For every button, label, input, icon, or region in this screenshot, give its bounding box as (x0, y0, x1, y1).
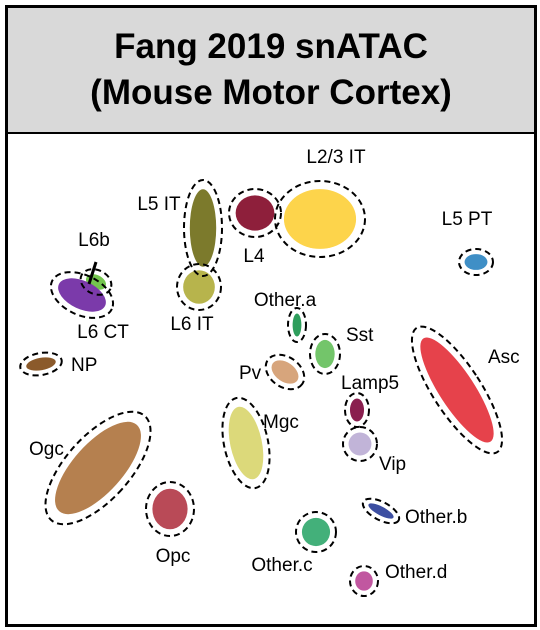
outline-other-d (349, 565, 379, 597)
label-l4: L4 (243, 246, 265, 267)
outline-np (19, 351, 63, 377)
outline-mgc (221, 396, 271, 490)
cluster-outlines (19, 179, 504, 597)
cluster-other-a (292, 313, 302, 337)
figure-frame: Fang 2019 snATAC (Mouse Motor Cortex) (5, 5, 537, 627)
outline-lamp5 (344, 392, 370, 428)
cluster-ogc (55, 421, 141, 515)
label-vip: Vip (379, 454, 406, 475)
cluster-l6-ct (58, 278, 106, 312)
label-l5-it: L5 IT (137, 194, 181, 215)
outline-vip (342, 426, 378, 462)
outline-l4 (228, 188, 282, 238)
cluster-other-d (355, 571, 373, 591)
outline-ogc (44, 410, 152, 526)
label-sst: Sst (346, 325, 374, 346)
outline-l6b (79, 268, 113, 296)
outline-l5-pt (458, 248, 494, 276)
label-other-b: Other.b (405, 507, 467, 528)
outline-pv (264, 353, 306, 391)
cluster-opc (152, 488, 188, 530)
label-l6-ct: L6 CT (77, 322, 129, 343)
title-line-2: (Mouse Motor Cortex) (90, 73, 452, 112)
outline-other-a (287, 307, 307, 343)
cluster-asc (420, 337, 494, 443)
cluster-pv (271, 360, 299, 384)
outline-l6-ct (49, 271, 115, 319)
outline-l5-it (183, 179, 223, 277)
cluster-shapes (26, 189, 494, 591)
cluster-lamp5 (349, 398, 365, 422)
cluster-np (26, 357, 56, 371)
cluster-mgc (228, 406, 264, 480)
outline-opc (145, 481, 195, 537)
outline-other-c (295, 511, 337, 553)
label-other-a: Other.a (254, 290, 317, 311)
cluster-vip (348, 432, 372, 456)
l6b-pointer-line (87, 261, 98, 285)
label-asc: Asc (488, 347, 520, 368)
outline-l6-it (176, 263, 222, 311)
cluster-l6-it (183, 270, 215, 304)
label-ogc: Ogc (29, 439, 64, 460)
cluster-l5-it (189, 189, 217, 267)
label-l5-pt: L5 PT (442, 209, 493, 230)
label-np: NP (71, 355, 97, 376)
label-opc: Opc (156, 546, 191, 567)
label-lamp5: Lamp5 (341, 373, 399, 394)
cluster-other-b (368, 503, 394, 519)
cluster-other-c (301, 517, 331, 547)
outline-sst (309, 333, 341, 375)
outline-other-b (361, 497, 401, 525)
label-other-d: Other.d (385, 562, 447, 583)
outline-l2-3-it (274, 180, 366, 258)
label-l6-it: L6 IT (170, 314, 214, 335)
label-l6b: L6b (78, 230, 110, 251)
cluster-l2-3-it (283, 189, 357, 249)
cluster-l5-pt (464, 254, 488, 270)
cluster-l4 (235, 195, 275, 231)
title-box: Fang 2019 snATAC (Mouse Motor Cortex) (8, 8, 534, 134)
cluster-sst (315, 339, 335, 369)
label-l2-3-it: L2/3 IT (306, 147, 366, 168)
title-line-1: Fang 2019 snATAC (114, 27, 428, 66)
label-other-c: Other.c (251, 555, 312, 576)
label-mgc: Mgc (263, 412, 299, 433)
label-pv: Pv (239, 363, 262, 384)
cluster-labels: L2/3 IT L4 L5 IT L6 IT L5 PT L6b L6 CT NP Other.… (29, 147, 520, 583)
